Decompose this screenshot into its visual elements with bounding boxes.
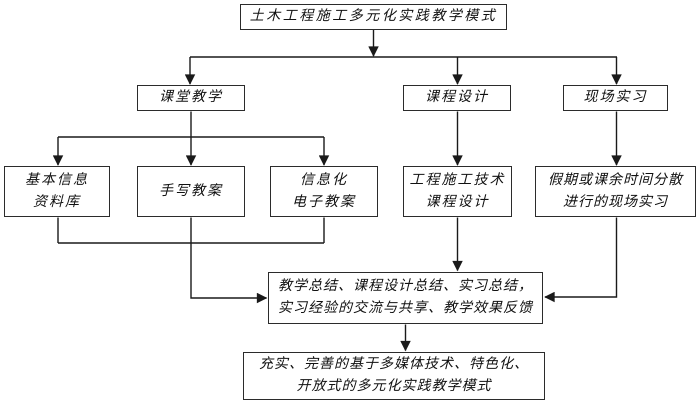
node-construction-tech-course-design: 工程施工技术 课程设计 [403,166,512,217]
node-classroom-teaching: 课堂教学 [137,85,245,111]
arrow-collector-to-summary [190,217,268,304]
node-course-design: 课程设计 [403,85,511,111]
node-informatized-e-lesson-plan: 信息化 电子教案 [270,166,378,217]
node-basic-info-database: 基本信息 资料库 [4,166,110,217]
node-handwritten-lesson-plan: 手写教案 [137,166,245,217]
node-summary-and-feedback: 教学总结、课程设计总结、实习总结， 实习经验的交流与共享、教学效果反馈 [268,272,543,324]
node-root-teaching-mode: 土木工程施工多元化实践教学模式 [240,4,507,30]
arrow-dispersed-to-summary [544,217,618,303]
node-final-improved-mode: 充实、完善的基于多媒体技术、特色化、 开放式的多元化实践教学模式 [243,352,545,400]
node-field-practice: 现场实习 [563,85,668,111]
node-dispersed-field-practice: 假期或课余时间分散 进行的现场实习 [535,166,696,217]
